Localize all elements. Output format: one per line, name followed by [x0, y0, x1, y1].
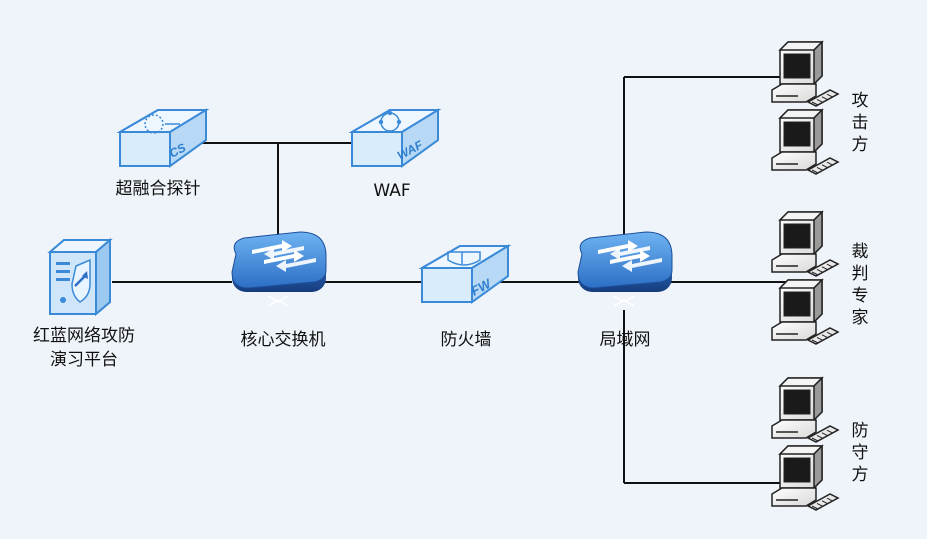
platform-label-line1: 红蓝网络攻防: [33, 326, 135, 346]
lan-switch: [577, 231, 673, 307]
core-switch-label: 核心交换机: [240, 330, 326, 350]
firewall-label: 防火墙: [440, 330, 492, 350]
attackers-char: 方: [851, 135, 869, 155]
referee-computer: [771, 278, 840, 345]
firewall-appliance: [418, 244, 512, 304]
defenders-label: 防 守 方: [850, 420, 870, 486]
referees-char: 裁: [851, 242, 869, 262]
waf-appliance: [348, 108, 442, 168]
lan-label: 局域网: [599, 330, 651, 350]
defender-computer: [771, 376, 840, 443]
core-switch: [231, 231, 327, 307]
attackers-char: 攻: [851, 91, 869, 111]
referees-char: 家: [851, 308, 869, 328]
probe-label: 超融合探针: [115, 179, 201, 199]
referees-char: 专: [851, 286, 869, 306]
connections: [112, 76, 800, 484]
platform-server: [47, 237, 113, 317]
attacker-computer: [771, 108, 840, 175]
referee-computer: [771, 210, 840, 277]
computers: [771, 40, 840, 511]
attackers-label: 攻 击 方: [850, 90, 870, 156]
attackers-char: 击: [851, 113, 869, 133]
defenders-char: 守: [851, 443, 869, 463]
referees-char: 判: [851, 264, 869, 284]
probe-device-text: CS: [167, 140, 188, 160]
waf-label: WAF: [373, 181, 411, 201]
defenders-char: 方: [851, 465, 869, 485]
platform-label-line2: 演习平台: [50, 350, 118, 370]
probe-appliance: [116, 108, 210, 168]
defenders-char: 防: [851, 421, 869, 441]
attacker-computer: [771, 40, 840, 107]
referees-label: 裁 判 专 家: [850, 241, 870, 329]
defender-computer: [771, 444, 840, 511]
